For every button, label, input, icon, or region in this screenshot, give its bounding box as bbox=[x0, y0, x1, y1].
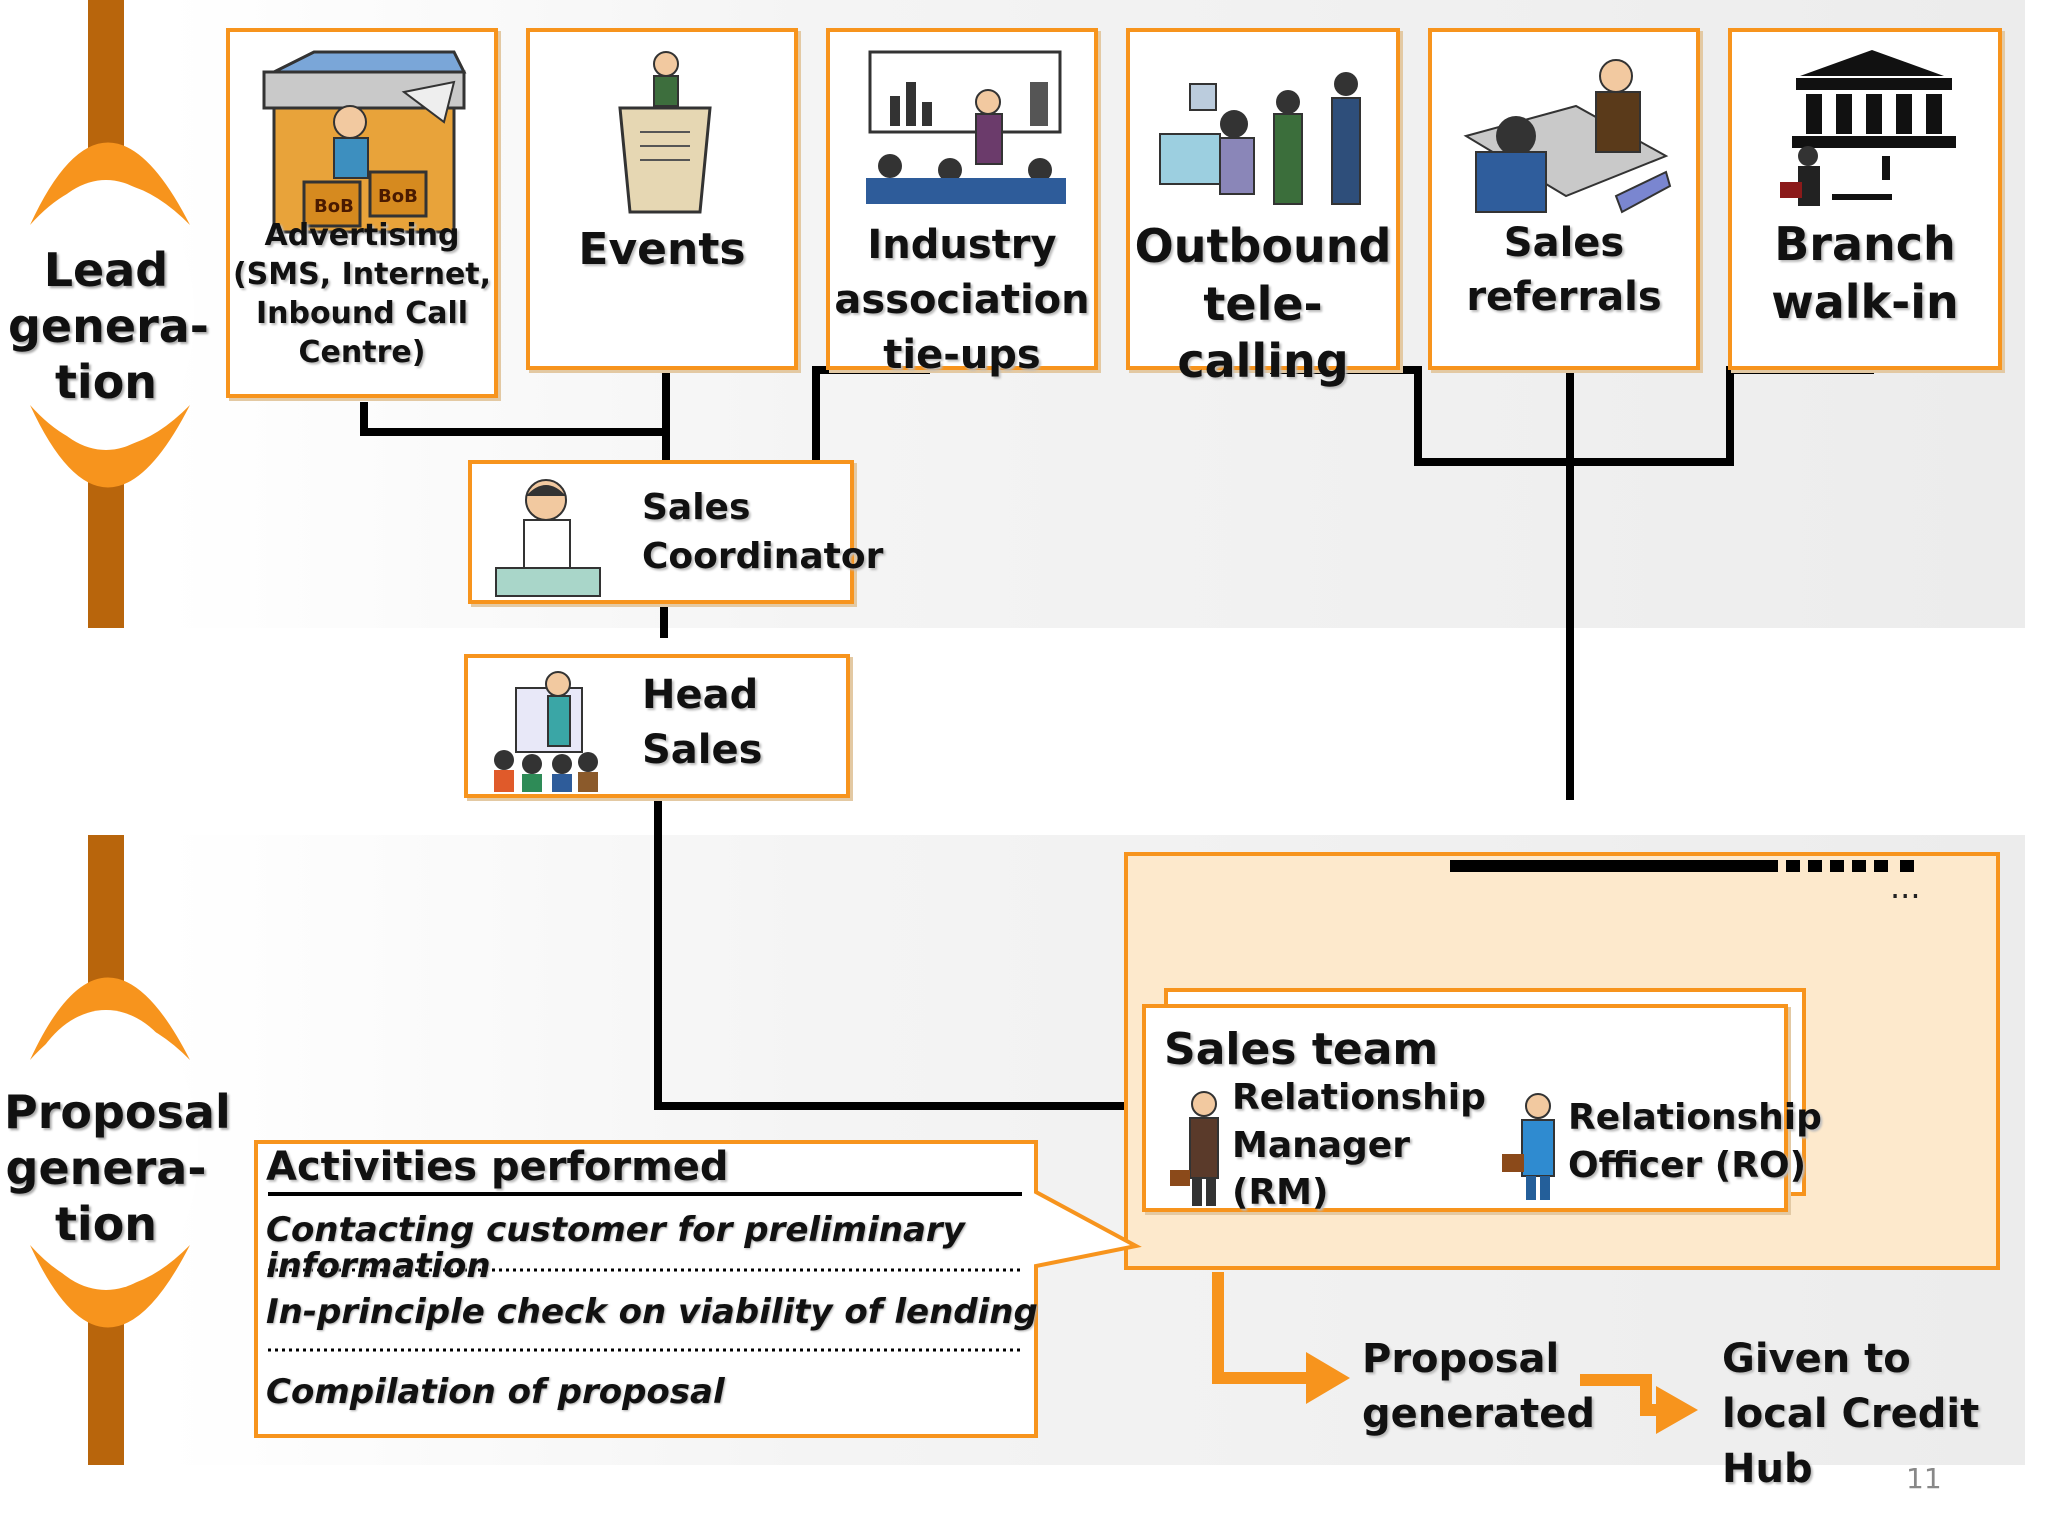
svg-text:BoB: BoB bbox=[314, 196, 354, 217]
lead-circle bbox=[18, 180, 194, 450]
line-adv-across bbox=[360, 428, 666, 436]
line-branch-across bbox=[1726, 366, 1874, 374]
line-right-bus bbox=[1414, 458, 1734, 466]
podium-speaker-icon bbox=[618, 51, 712, 214]
activity-item-2: In-principle check on viability of lendi… bbox=[266, 1292, 1038, 1332]
flow-arrows bbox=[1212, 1272, 1698, 1434]
presentation-audience-icon bbox=[866, 50, 1066, 204]
lead-arc-bottom bbox=[30, 405, 190, 488]
source-advertising[interactable]: BoB BoB Advertising(SMS, Internet,Inboun… bbox=[226, 28, 498, 398]
advertising-stall-icon: BoB BoB bbox=[262, 50, 467, 234]
activity-item-3: Compilation of proposal bbox=[266, 1372, 725, 1412]
sales-team-title: Sales team bbox=[1164, 1024, 1439, 1075]
line-referrals-down bbox=[1566, 370, 1574, 800]
line-head-to-team bbox=[654, 1102, 1146, 1110]
line-adv-down bbox=[360, 402, 368, 436]
events-label: Events bbox=[578, 224, 746, 275]
activities-title: Activities performed bbox=[266, 1144, 729, 1190]
line-outbound-across bbox=[1270, 366, 1422, 374]
line-events-down bbox=[662, 370, 670, 466]
proposal-arc-bottom bbox=[30, 1245, 190, 1328]
page-number: 11 bbox=[1906, 1462, 1942, 1495]
panel-ellipsis: ... bbox=[1890, 868, 1921, 906]
activities-callout-shape bbox=[254, 1140, 1142, 1438]
line-industry-across bbox=[812, 366, 930, 374]
panel-dashes bbox=[1764, 860, 1914, 872]
telecaller-handshake-icon bbox=[1159, 72, 1361, 205]
head-sales-presenter-icon bbox=[494, 671, 598, 792]
line-coord-head bbox=[660, 604, 668, 638]
ro-person-icon bbox=[1502, 1093, 1555, 1200]
desk-meeting-icon bbox=[1463, 59, 1672, 214]
arrow-to-credit-hub bbox=[1656, 1386, 1698, 1434]
lead-arc-top bbox=[30, 142, 190, 225]
arrow-to-proposal bbox=[1306, 1352, 1350, 1404]
proposal-circle bbox=[14, 1010, 198, 1290]
svg-text:BoB: BoB bbox=[378, 186, 418, 207]
proposal-arc-top bbox=[30, 977, 190, 1060]
panel-top-bar bbox=[1450, 860, 1764, 872]
phase-markers bbox=[14, 0, 198, 1465]
line-industry-down bbox=[812, 366, 820, 466]
rm-person-icon bbox=[1170, 1091, 1219, 1206]
activity-item-1: Contacting customer for preliminary info… bbox=[266, 1210, 965, 1287]
line-branch-down bbox=[1726, 366, 1734, 466]
source-events[interactable]: Events bbox=[526, 28, 798, 370]
coordinator-person-icon bbox=[495, 479, 601, 597]
bank-building-icon bbox=[1780, 50, 1956, 206]
line-head-down bbox=[654, 798, 662, 1110]
line-outbound-down bbox=[1414, 366, 1422, 466]
